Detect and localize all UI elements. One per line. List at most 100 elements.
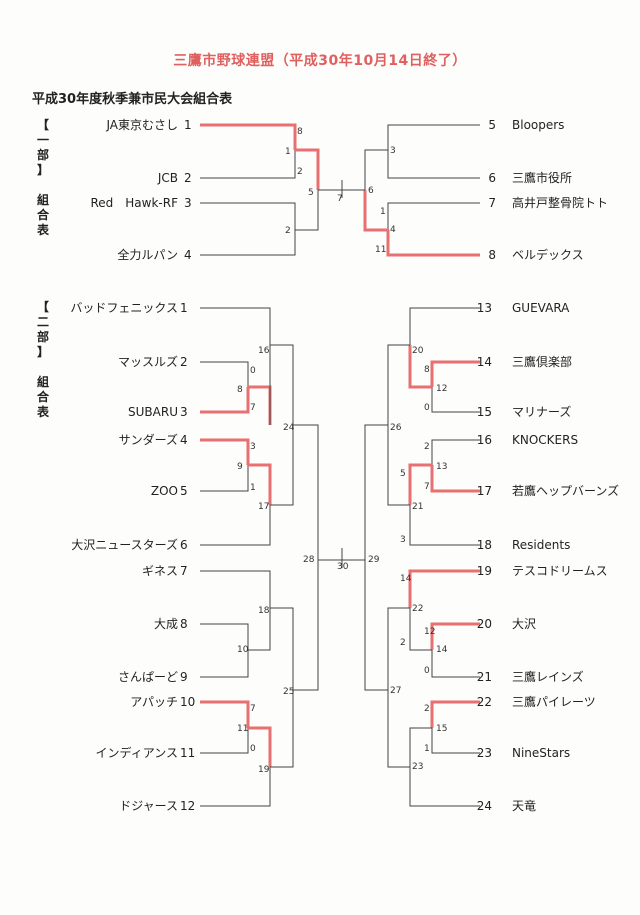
team-name: マリナーズ [512, 405, 572, 419]
bracket-line [200, 570, 271, 608]
match-score: 21 [412, 502, 424, 512]
team-name: サンダーズ [118, 433, 178, 447]
team-seed: 6 [180, 538, 188, 552]
team-seed: 18 [476, 538, 492, 552]
bracket-line [387, 124, 480, 150]
team-name: KNOCKERS [512, 433, 579, 447]
team-name: 天竜 [512, 799, 537, 813]
match-score: 2 [285, 226, 291, 236]
winner-path [430, 465, 480, 493]
team-name: 大沢 [512, 617, 537, 631]
bracket-line [387, 344, 410, 425]
team-name: 三鷹倶楽部 [512, 355, 573, 369]
winner-path [200, 438, 250, 465]
bracket-line [200, 728, 249, 754]
team-name: 高井戸整骨院トト [512, 196, 609, 210]
match-score: 23 [412, 762, 424, 772]
team-name: ドジャース [119, 799, 178, 813]
team-seed: 17 [476, 484, 492, 498]
team-seed: 22 [476, 695, 492, 709]
division-1-label-char: 】 [36, 163, 49, 177]
winner-path [430, 360, 480, 387]
match-score: 12 [436, 384, 448, 394]
team-name: JA東京むさし [106, 118, 178, 132]
team-name: 三鷹レインズ [512, 670, 584, 684]
team-seed: 14 [476, 355, 492, 369]
bracket-line [295, 190, 319, 231]
team-seed: 24 [476, 799, 492, 813]
match-score: 15 [436, 724, 448, 734]
team-seed: 20 [476, 617, 492, 631]
team-seed: 16 [476, 433, 492, 447]
team-seed: 1 [184, 118, 192, 132]
bracket-line [200, 307, 271, 425]
match-score: 28 [303, 555, 315, 565]
team-name: 三鷹市役所 [512, 171, 573, 185]
bracket-line [200, 767, 271, 807]
winner-path [386, 230, 480, 257]
team-seed: 8 [180, 617, 188, 631]
division-1-label-char: 【 [36, 118, 49, 132]
bracket-line [293, 560, 319, 691]
match-score: 24 [283, 423, 295, 433]
team-seed: 12 [180, 799, 196, 813]
team-name: テスコドリームス [512, 564, 608, 578]
team-seed: 10 [180, 695, 196, 709]
match-score: 22 [412, 604, 424, 614]
bracket-line [200, 505, 271, 546]
team-seed: 4 [184, 248, 192, 262]
match-score: 10 [237, 645, 249, 655]
bracket-line [409, 307, 480, 345]
team-name: JCB [157, 171, 178, 185]
winner-path [430, 700, 480, 728]
team-seed: 23 [476, 746, 492, 760]
match-score: 2 [297, 167, 303, 177]
bracket-line [409, 608, 432, 651]
bracket-line [387, 150, 480, 179]
match-score: 13 [436, 462, 448, 472]
match-score: 2 [400, 638, 406, 648]
bracket-line [364, 149, 388, 190]
team-seed: 8 [488, 248, 496, 262]
match-score: 30 [337, 562, 349, 572]
bracket-line [387, 607, 410, 690]
division-1-label: 【一部】組合表 [34, 118, 52, 238]
winner-path [248, 726, 272, 767]
bracket-line [387, 425, 410, 506]
winner-path [200, 123, 297, 150]
bracket-line [431, 650, 480, 678]
match-score: 20 [412, 346, 424, 356]
division-2-label-char: 部 [36, 330, 49, 344]
bracket-line [200, 230, 296, 256]
division-1-label-char: 一 [36, 133, 49, 147]
match-score: 2 [424, 442, 430, 452]
match-score: 0 [250, 366, 256, 376]
team-name: アパッチ [130, 695, 178, 709]
bracket-line [270, 425, 294, 506]
team-seed: 1 [180, 301, 188, 315]
winner-path [248, 463, 272, 505]
team-seed: 7 [180, 564, 188, 578]
division-1-label-char: 合 [36, 208, 49, 222]
team-seed: 15 [476, 405, 492, 419]
bracket-line [200, 202, 296, 230]
match-score: 11 [237, 724, 249, 734]
team-seed: 5 [180, 484, 188, 498]
team-seed: 13 [476, 301, 492, 315]
winner-path [363, 190, 388, 232]
match-score: 4 [390, 225, 396, 235]
division-1-label-char: 部 [36, 148, 49, 162]
bracket-line [200, 361, 249, 387]
team-name: インディアンス [95, 746, 178, 760]
division-2-label: 【二部】組合表 [34, 300, 52, 420]
bracket-line [387, 690, 410, 768]
bracket-line [200, 650, 249, 678]
bracket-line [431, 439, 480, 465]
match-score: 1 [250, 483, 256, 493]
team-name: 大成 [153, 617, 178, 631]
match-score: 5 [308, 188, 314, 198]
team-seed: 19 [476, 564, 492, 578]
match-score: 7 [424, 482, 430, 492]
bracket-line [364, 424, 388, 560]
winner-path [200, 387, 250, 414]
